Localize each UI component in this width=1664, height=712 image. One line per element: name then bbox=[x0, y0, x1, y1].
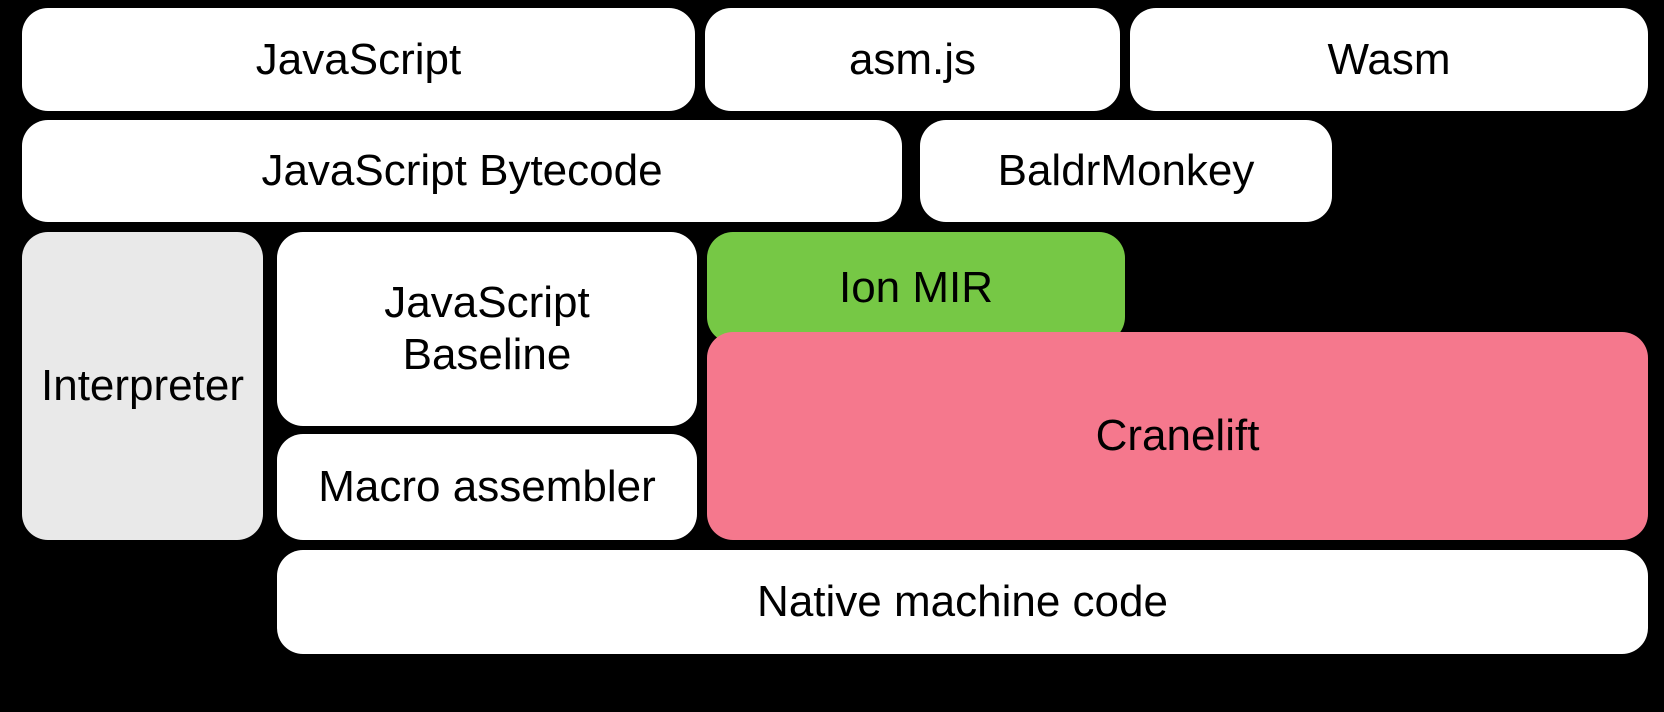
node-javascript-baseline: JavaScript Baseline bbox=[277, 232, 697, 426]
node-interpreter: Interpreter bbox=[22, 232, 263, 540]
node-ion-mir: Ion MIR bbox=[707, 232, 1125, 343]
node-javascript: JavaScript bbox=[22, 8, 695, 111]
node-cranelift: Cranelift bbox=[707, 332, 1648, 540]
node-js-bytecode: JavaScript Bytecode bbox=[22, 120, 902, 222]
node-wasm: Wasm bbox=[1130, 8, 1648, 111]
node-asmjs: asm.js bbox=[705, 8, 1120, 111]
node-baldrmonkey: BaldrMonkey bbox=[920, 120, 1332, 222]
node-native-machine-code: Native machine code bbox=[277, 550, 1648, 654]
node-macro-assembler: Macro assembler bbox=[277, 434, 697, 540]
